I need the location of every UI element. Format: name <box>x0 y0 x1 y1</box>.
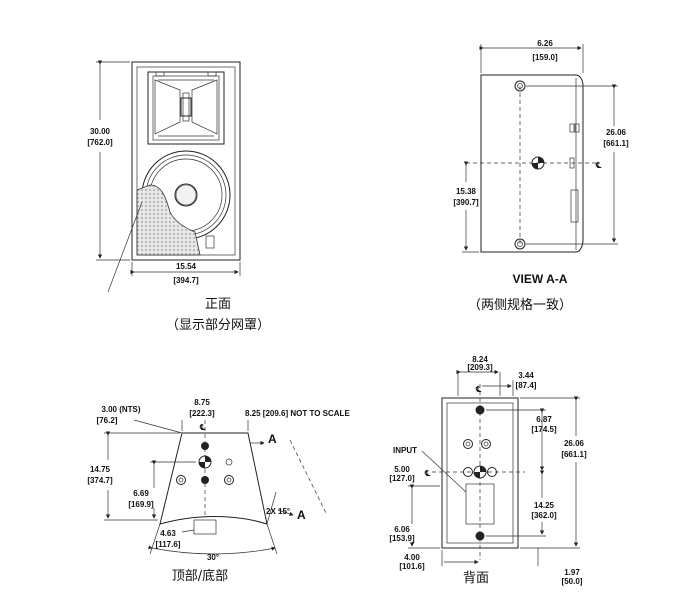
side-depth-mm: [159.0] <box>532 53 558 62</box>
back-offset-mm: [101.6] <box>399 562 425 571</box>
top-handle <box>193 519 217 535</box>
view-aa: ℄ 6.26 [159.0] 26.06 [661.1] 15.38 [390.… <box>453 39 629 313</box>
view-aa-note: （两侧规格一致） <box>468 297 572 313</box>
side-span-text: 26.06 <box>606 128 627 137</box>
side-depth-dim: 6.26 [159.0] <box>479 39 584 73</box>
back-d1-mm: [174.5] <box>531 425 557 434</box>
top-depth-text: 14.75 <box>90 465 111 474</box>
back-span-mm: [661.1] <box>561 450 587 459</box>
side-span-mm: [661.1] <box>603 139 629 148</box>
front-note: （显示部分网罩） <box>166 318 270 333</box>
back-input-label-group: INPUT <box>393 446 467 493</box>
front-caption: 正面 <box>205 297 231 312</box>
back-offset-text: 4.00 <box>404 553 420 562</box>
back-span-text: 26.06 <box>564 439 585 448</box>
top-depth2-text: 6.69 <box>133 489 149 498</box>
back-d2-mm: [362.0] <box>531 511 557 520</box>
section-a-bottom: A <box>297 508 306 522</box>
section-a-top: A <box>268 432 277 446</box>
side-depth-text: 6.26 <box>537 39 553 48</box>
top-total-angle-text: 30° <box>207 553 219 562</box>
top-back-width-dim: 4.63 [117.6] <box>156 529 195 549</box>
back-cl-left: ℄ <box>424 469 431 478</box>
horn-assembly <box>147 71 225 145</box>
top-front-width-text: 8.75 <box>194 398 210 407</box>
back-d2-dim: 14.25 [362.0] <box>486 470 557 537</box>
back-foot-mm: [50.0] <box>562 577 583 586</box>
front-cabinet <box>131 61 241 261</box>
back-width-mm: [209.3] <box>467 363 493 372</box>
side-center-height-text: 15.38 <box>456 187 477 196</box>
grille-mesh <box>136 184 201 256</box>
front-width-dim: 15.54 [394.7] <box>130 262 241 285</box>
back-left-dim: 5.00 [127.0] <box>389 465 415 483</box>
top-front-width-dim: 8.75 [222.3] <box>181 398 249 431</box>
back-holes <box>463 405 497 541</box>
back-cl-top: ℄ <box>475 385 482 394</box>
back-foot-dim: 1.97 [50.0] <box>537 548 583 586</box>
back-offset-dim: 4.00 [101.6] <box>399 550 479 571</box>
side-hole-top <box>514 80 526 92</box>
top-depth-dim: 14.75 [374.7] <box>87 431 180 521</box>
side-center-height-mm: [390.7] <box>453 198 479 207</box>
back-bottom-mm: [153.9] <box>389 534 415 543</box>
back-width-text: 8.24 <box>472 355 488 364</box>
side-center-height-dim: 15.38 [390.7] <box>453 161 479 253</box>
top-front-width-mm: [222.3] <box>189 409 215 418</box>
back-d1-text: 6.87 <box>536 415 552 424</box>
top-cl-symbol: ℄ <box>199 423 206 432</box>
side-span-dim: 26.06 [661.1] <box>526 84 629 245</box>
top-nts-text: 3.00 (NTS) <box>101 405 140 414</box>
port <box>205 235 215 249</box>
back-input-plate <box>465 483 495 525</box>
top-angle-text: 2X 15° <box>266 507 290 516</box>
back-half-dim: 3.44 [87.4] <box>482 371 537 396</box>
back-bottom-text: 6.06 <box>394 525 410 534</box>
top-depth2-dim: 6.69 [169.9] <box>128 460 196 519</box>
side-cl-symbol: ℄ <box>595 161 602 170</box>
back-foot-text: 1.97 <box>564 568 580 577</box>
view-aa-title: VIEW A-A <box>513 272 568 286</box>
section-line <box>289 439 327 514</box>
front-width-text: 15.54 <box>176 262 197 271</box>
top-caption: 顶部/底部 <box>172 568 228 584</box>
back-span-dim: 26.06 [661.1] <box>520 396 587 549</box>
top-back-width-text: 4.63 <box>160 529 176 538</box>
top-holes <box>176 442 234 485</box>
back-half-mm: [87.4] <box>516 381 537 390</box>
back-d1-dim: 6.87 [174.5] <box>486 408 557 471</box>
top-nts-dim: 3.00 (NTS) [76.2] <box>97 405 183 434</box>
back-caption: 背面 <box>463 571 489 586</box>
top-depth-mm: [374.7] <box>87 476 113 485</box>
back-d2-text: 14.25 <box>534 501 555 510</box>
front-width-mm: [394.7] <box>173 276 199 285</box>
front-height-dim: 30.00 [762.0] <box>87 60 130 261</box>
back-view: ℄ ℄ 8.24 [209.3] <box>389 355 587 586</box>
top-nts-mm: [76.2] <box>97 416 118 425</box>
back-left-mm: [127.0] <box>389 474 415 483</box>
top-total-angle: 30° <box>148 523 278 562</box>
back-width-dim: 8.24 [209.3] <box>456 355 501 396</box>
back-bottom-dim: 6.06 [153.9] <box>389 484 440 549</box>
grille-leader <box>107 201 143 293</box>
side-profile <box>480 74 584 253</box>
back-left-text: 5.00 <box>394 465 410 474</box>
top-trapezoid <box>159 432 268 525</box>
front-height-mm: [762.0] <box>87 138 113 147</box>
top-view: ℄ A A 3.00 (NTS) [76.2] 8.75 [2 <box>87 398 350 584</box>
top-back-width-mm: [117.6] <box>156 540 181 549</box>
back-input-label: INPUT <box>393 446 417 455</box>
side-hole-bottom <box>514 238 526 250</box>
top-depth2-mm: [169.9] <box>128 500 154 509</box>
back-half-text: 3.44 <box>518 371 534 380</box>
top-not-to-scale: 8.25 [209.6] NOT TO SCALE <box>245 409 350 418</box>
front-height-text: 30.00 <box>90 127 111 136</box>
front-view: 30.00 [762.0] 15.54 [394.7] 正面 （显示部分网罩） <box>87 60 270 333</box>
